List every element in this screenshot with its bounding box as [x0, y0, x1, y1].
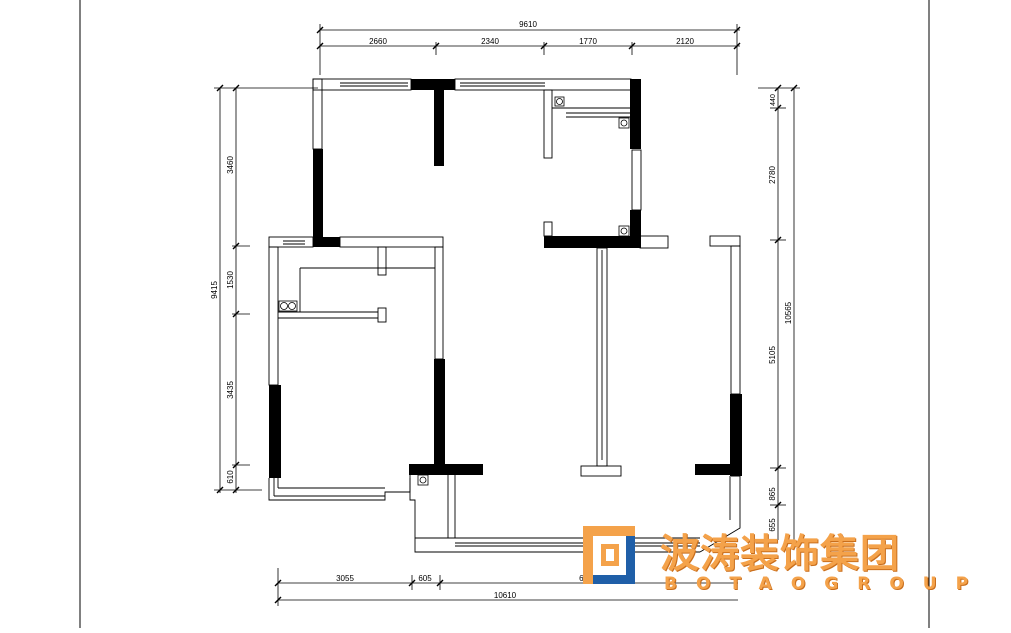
load-bearing-walls	[269, 79, 742, 478]
logo-name-cn: 波涛装饰集团	[660, 532, 901, 577]
botao-logo-mark	[583, 526, 635, 584]
dim-top-seg-4: 2120	[676, 37, 694, 46]
dim-right-seg-1: 440	[770, 94, 777, 106]
dim-right-seg-4: 865	[768, 487, 777, 501]
right-dimension-lines	[758, 87, 800, 540]
dim-top-seg-2: 2340	[481, 37, 499, 46]
dim-right-seg-5: 655	[768, 518, 777, 532]
dim-bottom-seg-1: 3055	[336, 574, 354, 583]
thin-walls	[268, 78, 741, 553]
bottom-dimension-ticks	[274, 579, 444, 604]
dim-top-seg-1: 2660	[369, 37, 387, 46]
dim-left-seg-4: 610	[226, 470, 235, 484]
dim-left-seg-3: 3435	[226, 381, 235, 399]
left-dimension-ticks	[216, 84, 240, 494]
dim-left-seg-2: 1530	[226, 271, 235, 289]
dim-left-total: 9415	[210, 281, 219, 299]
logo-name-en: BOTAOGROUP	[664, 574, 988, 594]
top-dimension-lines	[319, 24, 740, 75]
dim-top-total: 9610	[519, 20, 537, 29]
dim-right-seg-3: 5105	[768, 346, 777, 364]
dim-bottom-total: 10610	[494, 591, 517, 600]
pipe-fixtures	[278, 96, 630, 486]
top-dimension-ticks	[316, 26, 741, 50]
right-dimension-ticks	[774, 84, 798, 509]
dim-bottom-seg-2: 605	[418, 574, 432, 583]
dim-top-seg-3: 1770	[579, 37, 597, 46]
dim-left-seg-1: 3460	[226, 156, 235, 174]
dim-right-total: 10565	[784, 301, 793, 324]
left-dimension-lines	[214, 87, 318, 493]
dim-right-seg-2: 2780	[768, 166, 777, 184]
